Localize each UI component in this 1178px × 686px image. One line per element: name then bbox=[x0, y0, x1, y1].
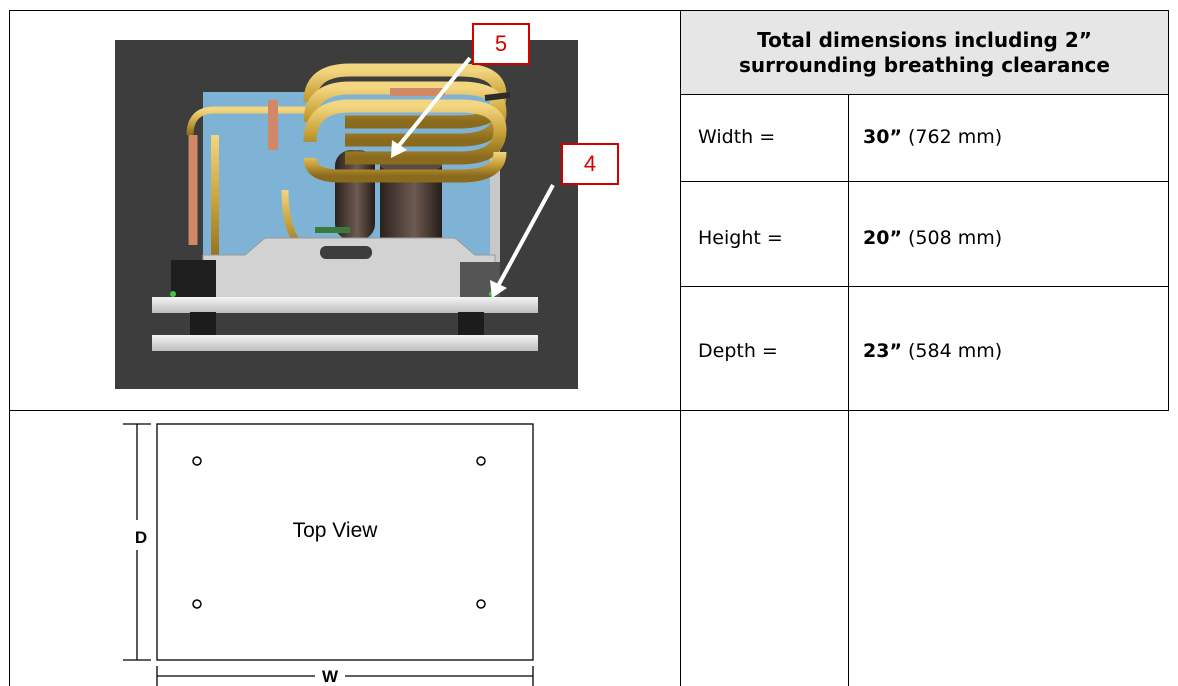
top-view-outline bbox=[156, 423, 534, 661]
width-value-mm: (762 mm) bbox=[901, 126, 1003, 148]
mount-hole bbox=[476, 456, 486, 466]
mount-hole bbox=[476, 599, 486, 609]
width-value-inches: 30” bbox=[863, 126, 902, 148]
width-label: Width = bbox=[698, 126, 776, 148]
mount-hole bbox=[192, 599, 202, 609]
table-left-border bbox=[9, 10, 10, 686]
callout-arrow-5 bbox=[391, 56, 472, 158]
height-value: 20” (508 mm) bbox=[863, 227, 1002, 249]
depth-value: 23” (584 mm) bbox=[863, 340, 1002, 362]
width-value: 30” (762 mm) bbox=[863, 126, 1002, 148]
depth-label: Depth = bbox=[698, 340, 778, 362]
table-row-divider bbox=[9, 410, 1169, 411]
row-divider-2 bbox=[681, 286, 1169, 287]
header-divider bbox=[681, 94, 1169, 95]
callout-arrow-4 bbox=[490, 184, 555, 298]
table-inner-border bbox=[848, 94, 849, 686]
height-label: Height = bbox=[698, 227, 783, 249]
condensing-unit-image bbox=[115, 40, 578, 389]
height-value-inches: 20” bbox=[863, 227, 902, 249]
table-right-border bbox=[1168, 10, 1169, 410]
table-top-border bbox=[9, 10, 1169, 11]
header-line-2: surrounding breathing clearance bbox=[739, 52, 1110, 77]
top-view-drawing: Top View D W bbox=[123, 423, 534, 686]
mount-point-left bbox=[170, 291, 176, 297]
lower-plate bbox=[152, 335, 538, 351]
base-plate bbox=[152, 297, 538, 313]
top-view-label: Top View bbox=[293, 519, 379, 542]
height-value-mm: (508 mm) bbox=[901, 227, 1003, 249]
depth-letter: D bbox=[135, 528, 147, 547]
dimensions-header: Total dimensions including 2” surroundin… bbox=[681, 11, 1168, 94]
callout-4: 4 bbox=[561, 143, 619, 185]
depth-value-mm: (584 mm) bbox=[901, 340, 1003, 362]
brass-coil bbox=[303, 62, 511, 183]
row-divider-1 bbox=[681, 181, 1169, 182]
header-line-1: Total dimensions including 2” bbox=[757, 27, 1092, 52]
depth-value-inches: 23” bbox=[863, 340, 902, 362]
width-letter: W bbox=[322, 667, 339, 686]
mount-hole bbox=[192, 456, 202, 466]
callout-5: 5 bbox=[472, 23, 530, 65]
table-center-border bbox=[680, 10, 681, 686]
